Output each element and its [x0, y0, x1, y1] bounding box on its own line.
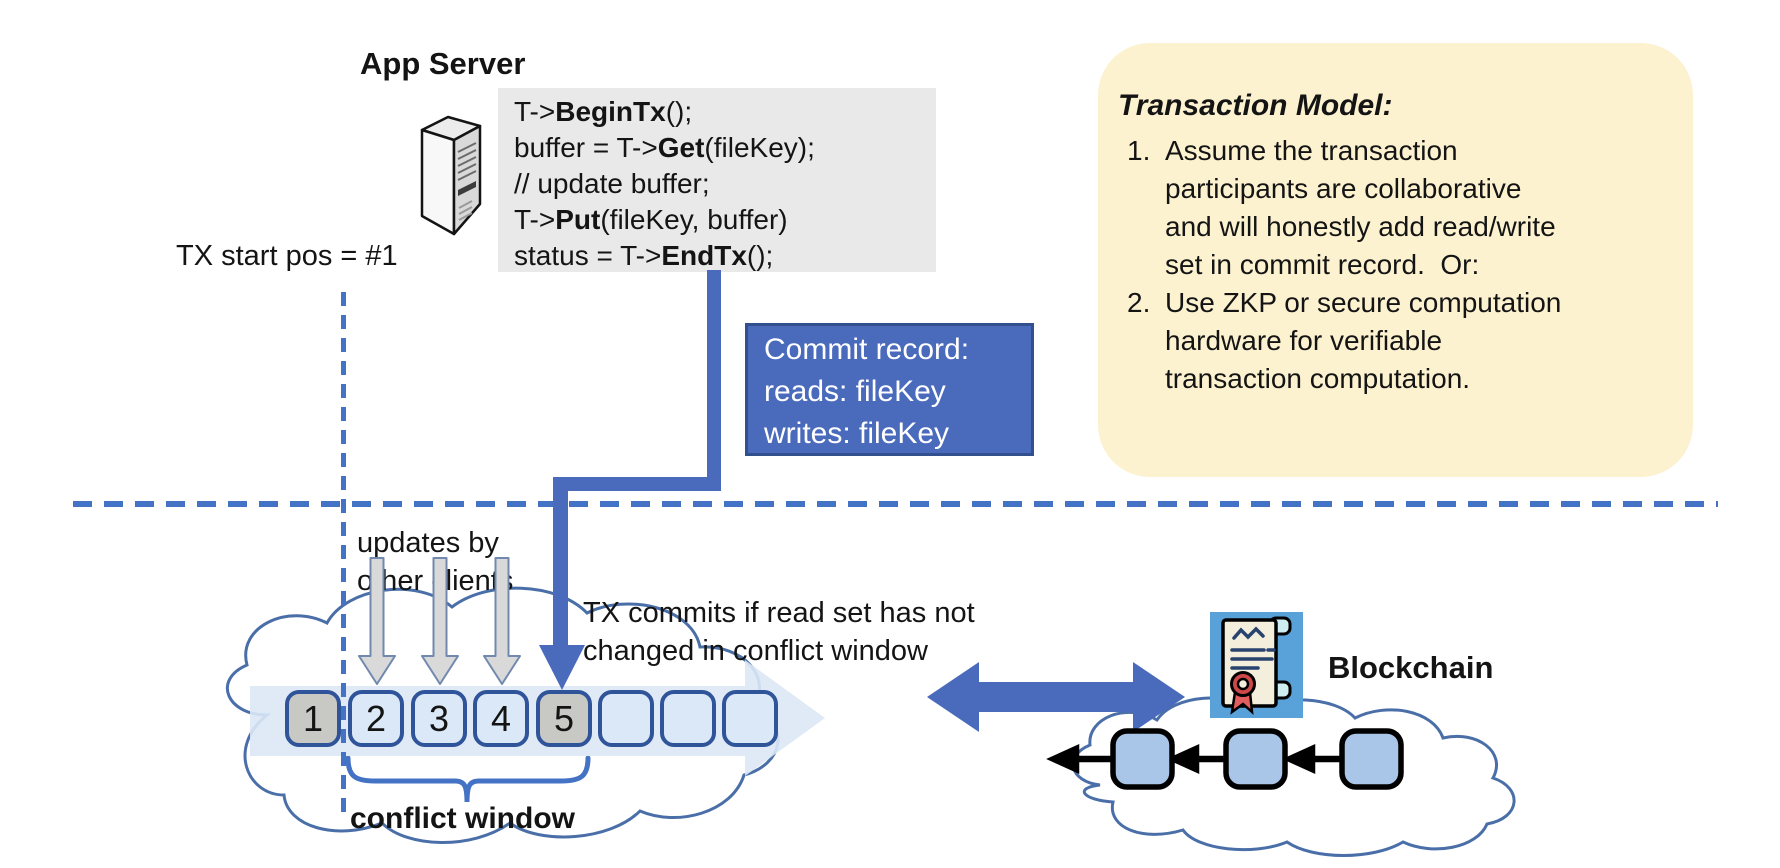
- right-cloud: [1071, 696, 1516, 857]
- note-item-text: Use ZKP or secure computation hardware f…: [1165, 287, 1562, 394]
- note-item-text: Assume the transaction participants are …: [1165, 135, 1556, 280]
- commit-connector-segment: [707, 270, 721, 484]
- timeline-square: [660, 690, 716, 747]
- vertical-dashed-line: [341, 292, 346, 815]
- blockchain-block: [1110, 728, 1404, 790]
- chain-link-arrows: [1046, 743, 1342, 775]
- double-headed-arrow: [927, 662, 1185, 732]
- code-line: status = T->EndTx();: [514, 240, 774, 271]
- certificate-scroll-icon: [1210, 612, 1303, 718]
- underbrace: [345, 756, 591, 803]
- transaction-model-note: Transaction Model: 1. Assume the transac…: [1098, 43, 1693, 477]
- note-list-item: 2. Use ZKP or secure computation hardwar…: [1118, 284, 1667, 398]
- update-arrows: [358, 557, 521, 685]
- code-line: T->BeginTx();: [514, 96, 693, 127]
- conflict-window-label: conflict window: [350, 802, 575, 835]
- horizontal-dashed-line: [73, 501, 1718, 507]
- server-tower-icon: [420, 115, 482, 236]
- tx-commits-label: TX commits if read set has not changed i…: [583, 597, 975, 667]
- update-arrow: [358, 557, 521, 685]
- commit-record-box: Commit record: reads: fileKey writes: fi…: [745, 323, 1034, 456]
- commit-record-line: Commit record:: [764, 333, 970, 366]
- timeline-square: 2: [348, 690, 404, 747]
- square-number: 2: [365, 697, 387, 739]
- blockchain-chain: [1046, 728, 1404, 790]
- note-item-number: 1.: [1127, 135, 1151, 166]
- note-list-item: 1. Assume the transaction participants a…: [1118, 132, 1667, 284]
- transaction-code-block: T->BeginTx(); buffer = T->Get(fileKey); …: [498, 88, 936, 272]
- timeline-square: 1: [285, 690, 341, 747]
- square-number: 5: [553, 697, 575, 739]
- blockchain-label: Blockchain: [1328, 650, 1494, 685]
- timeline-square: 4: [473, 690, 529, 747]
- timeline-square: 5: [536, 690, 592, 747]
- note-title: Transaction Model:: [1118, 89, 1393, 122]
- commit-record-line: reads: fileKey: [764, 375, 946, 408]
- commit-connector-segment: [553, 477, 568, 647]
- tx-start-pos-label: TX start pos = #1: [176, 240, 398, 272]
- code-line: buffer = T->Get(fileKey);: [514, 132, 815, 163]
- timeline-square: 3: [411, 690, 467, 747]
- timeline-square: [598, 690, 654, 747]
- square-number: 1: [302, 697, 324, 739]
- code-line: T->Put(fileKey, buffer): [514, 204, 788, 235]
- code-line: // update buffer;: [514, 168, 710, 199]
- commit-record-line: writes: fileKey: [764, 417, 950, 450]
- app-server-label: App Server: [360, 46, 526, 81]
- timeline-square: [722, 690, 778, 747]
- commit-connector-segment: [553, 477, 721, 491]
- commit-arrow-head: [539, 645, 585, 690]
- square-number: 4: [490, 697, 512, 739]
- note-item-number: 2.: [1127, 287, 1151, 318]
- square-number: 3: [428, 697, 450, 739]
